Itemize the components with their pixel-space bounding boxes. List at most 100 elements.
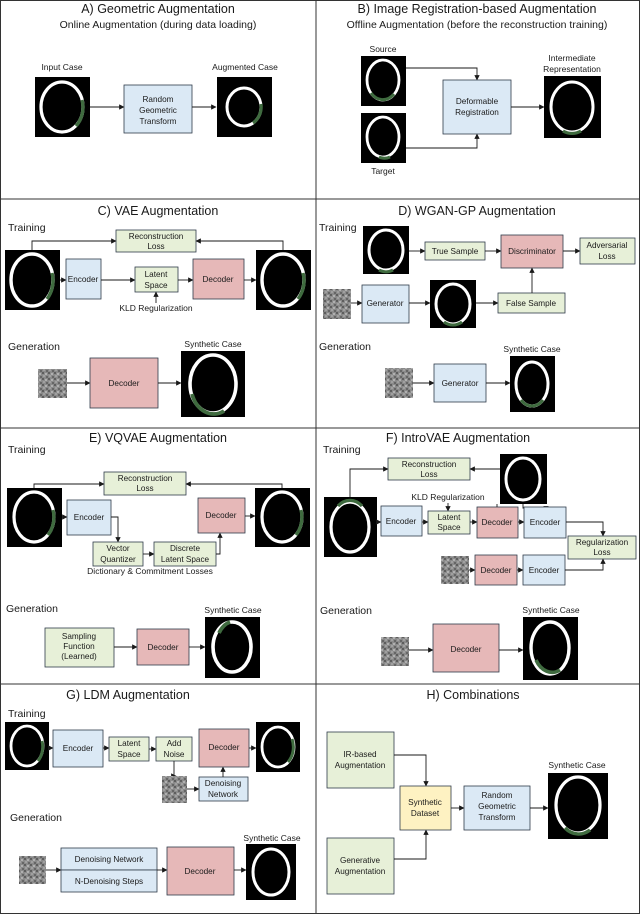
gen-decoder-box <box>166 846 235 896</box>
box-line: Denoising <box>205 779 242 788</box>
ir-augmentation-box <box>326 731 395 789</box>
box-line: Loss <box>420 470 437 479</box>
box-line: Decoder <box>109 379 140 388</box>
noise-image <box>323 289 351 319</box>
training-label: Training <box>8 708 46 720</box>
generative-augmentation-box <box>326 837 395 895</box>
vae-output-image <box>256 250 311 310</box>
generator-box <box>361 284 410 324</box>
panel-f: F) IntroVAE Augmentation Training Recons… <box>320 431 637 680</box>
box-line: Encoder <box>530 518 561 527</box>
dictionary-losses-label: Dictionary & Commitment Losses <box>87 566 213 576</box>
panel-a-subtitle: Online Augmentation (during data loading… <box>60 19 257 31</box>
box-line: Generative <box>340 856 380 865</box>
encoder-box <box>380 505 423 537</box>
noise-image <box>441 556 469 584</box>
box-line: Space <box>117 750 141 759</box>
box-line: Decoder <box>203 275 234 284</box>
encoder-box <box>65 258 102 300</box>
training-label: Training <box>8 222 46 234</box>
box-line: Discrete <box>170 544 200 553</box>
box-line: Network <box>208 790 239 799</box>
introvae-synthetic-image <box>523 617 578 680</box>
box-line: Random <box>143 95 174 104</box>
false-sample-box <box>497 292 566 314</box>
intermediate-label: Intermediate <box>548 53 596 63</box>
synthetic-case-label: Synthetic Case <box>184 339 241 349</box>
encoder-box <box>52 729 104 768</box>
panel-f-title: F) IntroVAE Augmentation <box>386 431 530 445</box>
box-line: Encoder <box>74 513 105 522</box>
noise-image <box>38 369 67 398</box>
box-line: Loss <box>147 242 164 251</box>
box-line: Decoder <box>148 643 179 652</box>
box-line: Noise <box>164 750 185 759</box>
box-line: Decoder <box>482 518 513 527</box>
panel-a-title: A) Geometric Augmentation <box>81 2 235 16</box>
latent-space-box <box>134 266 179 293</box>
panel-c: C) VAE Augmentation Training Reconstruct… <box>5 204 311 417</box>
generation-label: Generation <box>10 812 62 824</box>
sampling-function-box <box>44 627 115 668</box>
box-line: Decoder <box>185 867 216 876</box>
ldm-synthetic-image <box>246 844 296 900</box>
vae-synthetic-image <box>181 351 245 417</box>
box-line: Function <box>63 642 95 651</box>
random-geometric-transform-box <box>463 785 531 831</box>
introvae-input-image <box>324 497 377 557</box>
augmented-case-image <box>217 77 272 137</box>
false-image <box>430 280 476 328</box>
box-line: True Sample <box>432 247 479 256</box>
generation-label: Generation <box>320 605 372 617</box>
box-line: Decoder <box>209 743 240 752</box>
box-line: Denoising Network <box>75 855 145 864</box>
box-line: Augmentation <box>335 867 386 876</box>
box-line: Discriminator <box>508 247 556 256</box>
training-label: Training <box>8 444 46 456</box>
kld-label: KLD Regularization <box>119 303 193 313</box>
box-line: Decoder <box>451 645 482 654</box>
synthetic-case-label: Synthetic Case <box>503 344 560 354</box>
box-line: Augmentation <box>335 761 386 770</box>
box-line: Random <box>482 791 513 800</box>
adversarial-loss-box <box>579 237 636 265</box>
intermediate-image <box>544 76 601 138</box>
box-line: Decoder <box>481 566 512 575</box>
panel-b: B) Image Registration-based Augmentation… <box>347 2 608 176</box>
box-line: Latent Space <box>161 555 210 564</box>
box-line: Loss <box>136 484 153 493</box>
training-label: Training <box>323 444 361 456</box>
box-line: Transform <box>479 813 516 822</box>
panel-b-title: B) Image Registration-based Augmentation <box>357 2 596 16</box>
box-line: Loss <box>593 548 610 557</box>
denoising-network-box <box>198 776 249 802</box>
decoder-box <box>192 258 245 300</box>
vqvae-output-image <box>255 488 310 547</box>
panel-c-title: C) VAE Augmentation <box>98 204 219 218</box>
encoder-box <box>66 499 112 536</box>
vector-quantizer-box <box>92 541 144 567</box>
panel-e: E) VQVAE Augmentation Training Reconstru… <box>6 431 310 678</box>
discriminator-box <box>500 234 564 269</box>
decoder-box <box>198 728 250 768</box>
generation-label: Generation <box>319 341 371 353</box>
synthetic-case-label: Synthetic Case <box>522 605 579 615</box>
box-line: Adversarial <box>587 241 628 250</box>
box-line: Vector <box>106 544 129 553</box>
box-line: Loss <box>598 252 615 261</box>
true-image <box>363 226 409 274</box>
box-line: Geometric <box>139 106 177 115</box>
random-geometric-transform-box <box>123 84 193 134</box>
input-case-image <box>35 77 90 137</box>
wgan-synthetic-image <box>510 356 555 412</box>
box-line: Generator <box>367 299 404 308</box>
panel-d-title: D) WGAN-GP Augmentation <box>398 204 556 218</box>
ldm-input-image <box>5 722 49 770</box>
vqvae-input-image <box>7 488 62 547</box>
noise-image <box>381 637 409 666</box>
source-label: Source <box>370 44 397 54</box>
box-line: Synthetic <box>408 798 442 807</box>
box-line: Sampling <box>62 632 97 641</box>
box-line: Geometric <box>478 802 516 811</box>
